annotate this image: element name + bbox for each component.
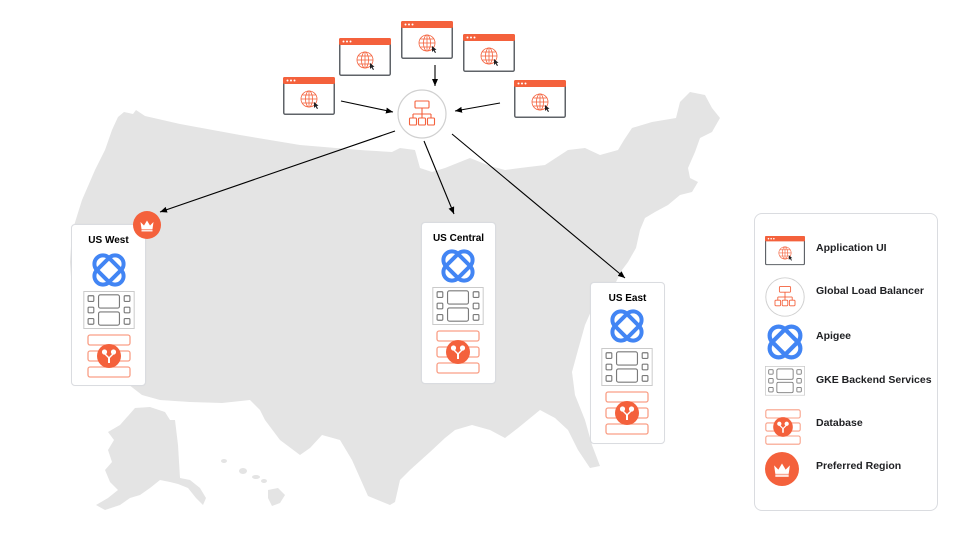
preferred-region-crown-icon: [133, 211, 161, 239]
arrow-client-1-to-lb: [340, 100, 394, 114]
global-load-balancer-icon: [397, 89, 447, 139]
database-icon: [765, 409, 801, 445]
gke-icon: [765, 366, 805, 400]
legend-item-preferred-region: Preferred Region: [765, 452, 935, 494]
application-ui-icon: [283, 77, 335, 115]
alaska-shape: [96, 407, 206, 510]
gke-icon: [82, 291, 136, 329]
application-ui-icon: [463, 34, 515, 72]
crown-icon: [765, 452, 799, 486]
legend-item-apigee: Apigee: [765, 322, 935, 364]
region-us-west: US West: [71, 224, 146, 386]
application-ui-icon: [514, 80, 566, 118]
legend-label: GKE Backend Services: [816, 374, 932, 386]
region-us-central: US Central: [421, 222, 496, 384]
legend-label: Apigee: [816, 330, 852, 342]
legend: Application UI Global Load Balancer Apig…: [754, 213, 938, 511]
database-icon: [87, 334, 131, 378]
region-us-east: US East: [590, 282, 665, 444]
legend-label: Global Load Balancer: [816, 285, 924, 297]
apigee-icon: [608, 307, 646, 345]
legend-item-gke-backend-services: GKE Backend Services: [765, 366, 935, 408]
legend-item-application-ui: Application UI: [765, 234, 935, 276]
database-icon: [436, 330, 480, 374]
region-title: US East: [608, 293, 647, 304]
legend-label: Database: [816, 417, 863, 429]
legend-label: Preferred Region: [816, 460, 902, 472]
connection-arrows: [159, 65, 626, 279]
global-load-balancer-icon: [765, 277, 805, 317]
legend-label: Application UI: [816, 242, 887, 254]
region-title: US West: [88, 235, 129, 246]
arrow-client-5-to-lb: [454, 102, 501, 113]
hawaii-shape: [221, 459, 285, 506]
apigee-icon: [90, 251, 128, 289]
arrow-lb-to-us-west: [159, 130, 396, 213]
apigee-icon: [765, 322, 805, 362]
arrow-lb-to-us-central: [423, 140, 455, 215]
legend-item-global-load-balancer: Global Load Balancer: [765, 277, 935, 319]
gke-icon: [600, 348, 654, 386]
application-ui-icon: [765, 236, 805, 266]
database-icon: [605, 391, 649, 435]
application-ui-icon: [339, 38, 391, 76]
apigee-icon: [439, 247, 477, 285]
contiguous-us-shape: [70, 92, 720, 505]
arrow-lb-to-us-east: [451, 133, 626, 279]
gke-icon: [431, 287, 485, 325]
application-ui-icon: [401, 21, 453, 59]
region-title: US Central: [432, 233, 485, 244]
legend-item-database: Database: [765, 409, 935, 451]
